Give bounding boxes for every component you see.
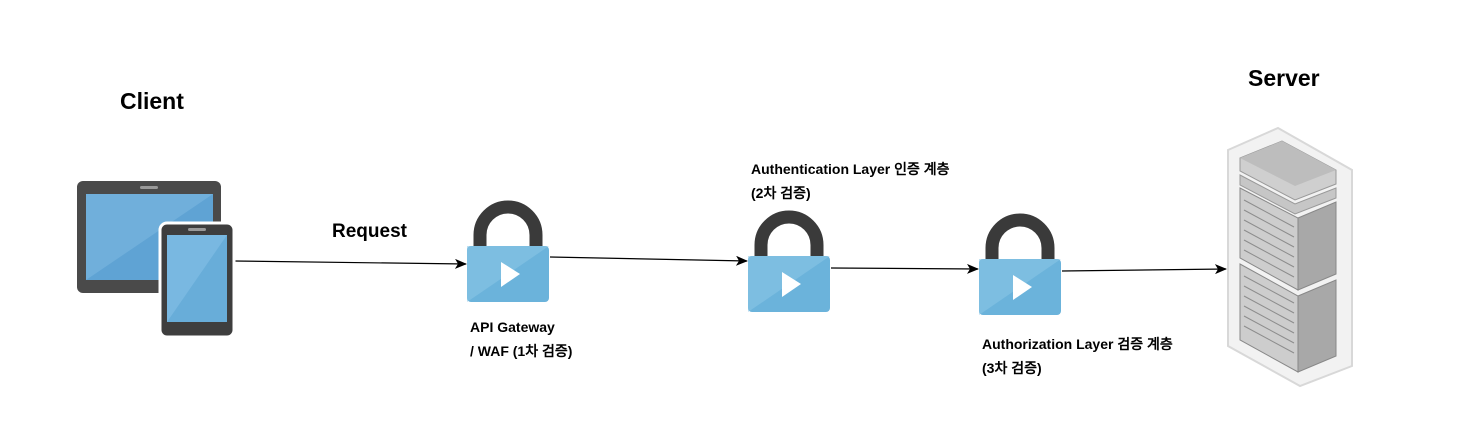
arrow-gateway-to-authentication <box>549 255 748 266</box>
authentication-lock-icon <box>748 210 830 312</box>
arrow-authentication-to-authorization <box>830 263 979 274</box>
arrow-client-to-gateway <box>233 258 467 269</box>
api-gateway-label-line2: / WAF (1차 검증) <box>470 343 573 359</box>
authentication-layer-label: Authentication Layer 인증 계층 (2차 검증) <box>751 157 950 205</box>
request-edge-label: Request <box>332 221 407 242</box>
authorization-layer-label: Authorization Layer 검증 계층 (3차 검증) <box>982 332 1173 380</box>
authorization-lock-icon <box>979 213 1061 315</box>
arrow-authorization-to-server <box>1061 264 1227 275</box>
api-gateway-lock-icon <box>467 200 549 302</box>
server-label: Server <box>1248 65 1320 91</box>
client-label: Client <box>120 88 184 114</box>
phone-icon <box>158 221 236 339</box>
authentication-layer-label-line2: (2차 검증) <box>751 185 811 201</box>
api-gateway-label: API Gateway / WAF (1차 검증) <box>470 315 572 363</box>
authentication-layer-label-line1: Authentication Layer 인증 계층 <box>751 161 950 177</box>
server-rack-icon <box>1227 126 1353 388</box>
api-gateway-label-line1: API Gateway <box>470 319 555 335</box>
tablet-and-phone-icon <box>77 181 236 339</box>
authorization-layer-label-line2: (3차 검증) <box>982 360 1042 376</box>
authorization-layer-label-line1: Authorization Layer 검증 계층 <box>982 336 1173 352</box>
